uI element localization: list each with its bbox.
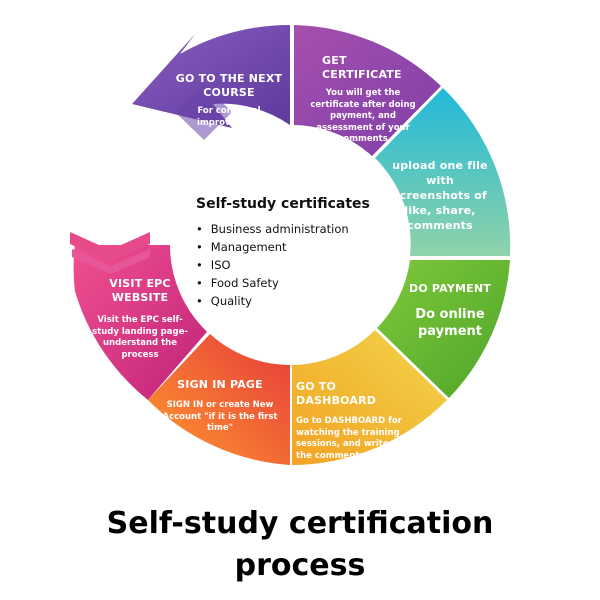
process-cycle-diagram — [70, 24, 511, 465]
body-line: You will get the — [325, 88, 401, 98]
title-line: screenshots of — [393, 189, 487, 202]
body-line: payment, and — [330, 111, 396, 121]
title-line: GO TO THE NEXT — [175, 72, 283, 85]
body-line: certificate after doing — [310, 99, 416, 110]
body-line: watching the training — [296, 427, 400, 438]
body-line: SIGN IN or create New — [166, 400, 274, 410]
title-line: GET — [322, 54, 347, 67]
title-line: SIGN IN PAGE — [177, 378, 263, 391]
step-payment: DO PAYMENT Do online payment — [402, 282, 498, 340]
list-item: Food Safety — [196, 274, 396, 292]
chevron-icon — [70, 232, 150, 262]
body-line: assessment of your — [316, 122, 410, 133]
title-line: like, share, — [404, 204, 476, 217]
body-line: understand the — [103, 338, 177, 348]
step-title: DO PAYMENT — [402, 282, 498, 296]
step-next-course: GO TO THE NEXT COURSE For continual impr… — [170, 72, 288, 129]
body-line: Visit the EPC self- — [97, 315, 183, 325]
body-line: sessions, and write — [296, 439, 389, 449]
body-line: comments — [338, 134, 388, 144]
title-line: upload one file — [392, 159, 488, 172]
center-summary: Self-study certificates Business adminis… — [196, 196, 396, 310]
list-item: Management — [196, 238, 396, 256]
chevron-icon — [72, 249, 150, 274]
page-title: Self-study certification process — [0, 503, 600, 587]
list-item: ISO — [196, 256, 396, 274]
step-title: GO TO DASHBOARD — [296, 380, 412, 408]
body-line: Account "if it is the first — [162, 411, 278, 422]
step-upload: upload one file with screenshots of like… — [392, 158, 488, 233]
segment-sign-in — [148, 334, 290, 465]
page-title-line: Self-study certification — [106, 506, 494, 541]
step-body: SIGN IN or create New Account "if it is … — [158, 400, 282, 435]
step-body: You will get the certificate after doing… — [298, 88, 428, 146]
certificate-list: Business administration Management ISO F… — [196, 220, 396, 310]
segment-dashboard — [292, 330, 447, 465]
body-line: Go to DASHBOARD for — [296, 416, 402, 426]
body-line: payment — [418, 324, 482, 339]
step-visit-epc: VISIT EPC WEBSITE Visit the EPC self- st… — [88, 277, 192, 361]
step-body: For continual improvement — [170, 106, 288, 129]
segment-visit-epc — [73, 245, 207, 400]
body-line: the comments — [296, 450, 365, 461]
body-line: time" — [206, 423, 234, 433]
body-line: improvement — [197, 117, 261, 128]
segment-next-course — [132, 24, 290, 128]
step-title: VISIT EPC WEBSITE — [88, 277, 192, 305]
step-title: SIGN IN PAGE — [158, 378, 282, 392]
list-item: Business administration — [196, 220, 396, 238]
next-course-inner-shape — [175, 84, 232, 140]
title-line: CERTIFICATE — [322, 68, 402, 81]
step-dashboard: GO TO DASHBOARD Go to DASHBOARD for watc… — [296, 380, 412, 462]
step-certificate: GET CERTIFICATE You will get the certifi… — [298, 54, 428, 146]
title-line: comments — [407, 219, 473, 232]
title-line: VISIT EPC — [109, 277, 171, 290]
segment-certificate — [294, 25, 441, 156]
step-title: upload one file with screenshots of like… — [392, 158, 488, 233]
title-line: WEBSITE — [111, 291, 169, 304]
body-line: Do online — [415, 307, 485, 322]
step-body: Visit the EPC self- study landing page- … — [88, 315, 192, 361]
segment-payment — [377, 260, 510, 398]
center-title: Self-study certificates — [196, 196, 370, 212]
body-line: For continual — [197, 106, 261, 116]
step-sign-in: SIGN IN PAGE SIGN IN or create New Accou… — [158, 378, 282, 435]
title-line: COURSE — [203, 86, 255, 99]
title-line: DO PAYMENT — [409, 282, 491, 295]
title-line: GO TO DASHBOARD — [296, 380, 377, 407]
step-title: GET CERTIFICATE — [298, 54, 428, 82]
step-body: Do online payment — [402, 306, 498, 340]
segment-upload — [375, 88, 511, 256]
page-title-line: process — [234, 548, 366, 583]
step-title: GO TO THE NEXT COURSE — [170, 72, 288, 100]
list-item: Quality — [196, 292, 396, 310]
step-body: Go to DASHBOARD for watching the trainin… — [296, 416, 412, 462]
body-line: process — [121, 349, 159, 360]
title-line: with — [426, 174, 454, 187]
body-line: study landing page- — [92, 326, 188, 337]
